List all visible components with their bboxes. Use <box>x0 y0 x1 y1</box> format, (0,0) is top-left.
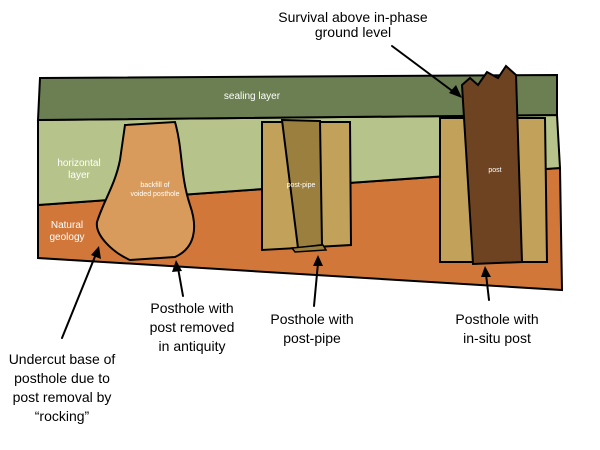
horizontal-layer-label-line2: layer <box>68 170 90 181</box>
survival-callout-line1: Survival above in-phase <box>278 9 428 25</box>
post-pipe-label: post-pipe <box>287 182 316 189</box>
removed-callout-line3: in antiquity <box>159 338 226 354</box>
sealing-layer <box>36 73 558 122</box>
in-situ-callout-line2: in-situ post <box>463 330 531 346</box>
natural-geology-label-line2: geology <box>49 232 84 243</box>
removed-arrow-line <box>177 267 184 297</box>
post-label: post <box>488 167 501 174</box>
undercut-arrow-line <box>61 253 97 339</box>
undercut-callout-line1: Undercut base of <box>9 351 116 367</box>
post-pipe-arrowhead <box>313 255 323 266</box>
survival-arrow-line <box>391 45 456 94</box>
undercut-callout-line3: post removal by <box>13 389 112 405</box>
removed-arrowhead <box>172 260 182 272</box>
horizontal-layer-label-line1: horizontal <box>57 158 100 169</box>
survival-arrowhead <box>449 85 462 98</box>
natural-geology-label-line1: Natural <box>51 220 83 231</box>
backfill-label-line1: backfill of <box>140 182 169 189</box>
in-situ-post <box>460 64 524 266</box>
sealing-layer-label: sealing layer <box>224 91 281 102</box>
in-situ-arrowhead <box>481 266 491 277</box>
undercut-callout-line4: “rocking” <box>35 408 90 424</box>
survival-callout-line2: ground level <box>315 24 391 40</box>
removed-callout-line2: post removed <box>150 319 235 335</box>
in-situ-arrow-line <box>485 273 490 301</box>
post-pipe-arrow-line <box>313 262 319 307</box>
post-pipe-base <box>290 244 328 253</box>
removed-callout-line1: Posthole with <box>150 300 233 316</box>
backfill-label-line2: voided posthole <box>130 191 179 198</box>
undercut-arrowhead <box>91 246 101 259</box>
voided-posthole-backfill <box>95 120 196 262</box>
post-pipe-callout-line1: Posthole with <box>270 311 353 327</box>
in-situ-callout-line1: Posthole with <box>455 311 538 327</box>
post-pipe-callout-line2: post-pipe <box>283 330 341 346</box>
undercut-callout-line2: posthole due to <box>14 370 110 386</box>
